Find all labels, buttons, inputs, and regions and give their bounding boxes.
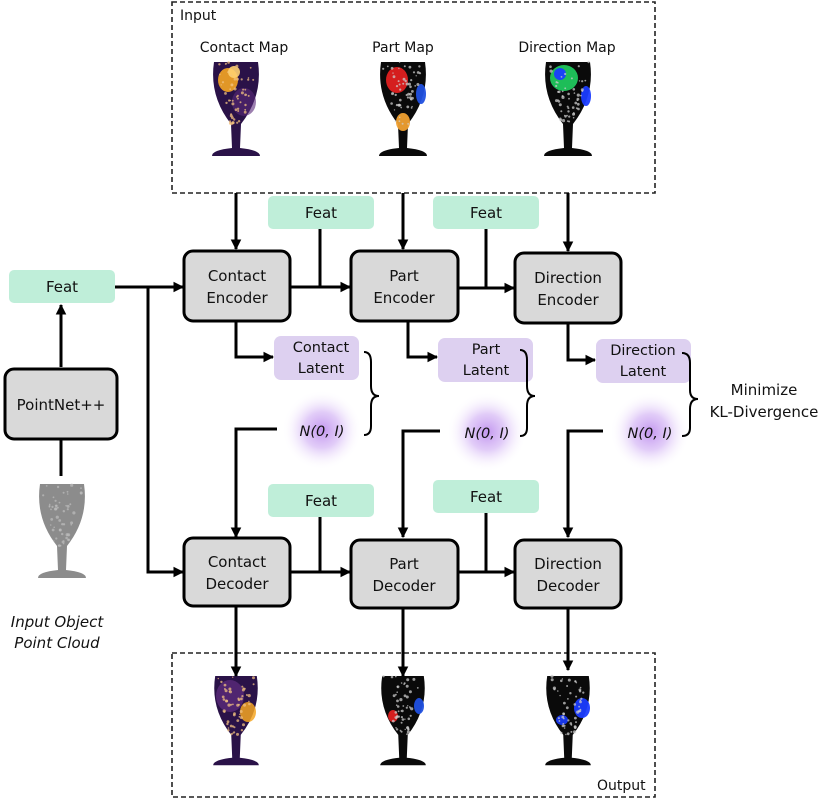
kl-label-line1: Minimize <box>731 381 798 399</box>
input-object-glass <box>38 483 86 578</box>
svg-text:Direction: Direction <box>534 269 602 287</box>
direction-map-title: Direction Map <box>518 40 615 56</box>
contact-latent: Contact Latent <box>274 336 359 380</box>
arrow-prior-to-direction-decoder <box>562 429 603 539</box>
svg-text:Feat: Feat <box>470 488 502 506</box>
contact-decoder: Contact Decoder <box>182 536 292 608</box>
part-map-glass <box>379 61 427 156</box>
arrow-direction-encoder-to-latent <box>566 323 597 366</box>
svg-text:Feat: Feat <box>305 492 337 510</box>
svg-text:Feat: Feat <box>470 204 502 222</box>
arrow-prior-to-contact-decoder <box>230 427 277 539</box>
input-object-caption-line2: Point Cloud <box>14 634 100 652</box>
contact-encoder: Contact Encoder <box>182 249 292 323</box>
glass-speckles <box>42 483 83 547</box>
kl-brace-direction <box>681 352 699 437</box>
svg-text:Direction: Direction <box>534 555 602 573</box>
glass-highlight <box>581 86 591 106</box>
feat-box-direction-decoder: Feat <box>433 480 539 513</box>
feat-box-part-decoder: Feat <box>268 484 374 517</box>
contact-output-glass <box>213 676 259 766</box>
direction-encoder: Direction Encoder <box>513 251 623 325</box>
glass-highlight <box>386 67 408 93</box>
kl-label-line2: KL-Divergence <box>710 403 819 421</box>
connections <box>55 193 603 678</box>
svg-text:Feat: Feat <box>305 204 337 222</box>
feat-box-direction-encoder: Feat <box>433 196 539 229</box>
svg-text:Contact: Contact <box>208 267 266 285</box>
pointnet-block: PointNet++ <box>3 367 119 441</box>
glass-highlight <box>216 680 244 712</box>
svg-text:Encoder: Encoder <box>373 289 435 307</box>
prior-part: N(0, I) <box>447 392 527 472</box>
prior-contact: N(0, I) <box>282 390 362 470</box>
feat-box-pointnet: Feat <box>9 270 115 303</box>
output-region: Output <box>171 652 656 798</box>
direction-decoder: Direction Decoder <box>513 538 623 610</box>
svg-text:Decoder: Decoder <box>536 577 600 595</box>
prior-direction: N(0, I) <box>610 392 690 472</box>
part-decoder: Part Decoder <box>349 538 460 610</box>
svg-text:Contact: Contact <box>208 553 266 571</box>
kl-braces <box>363 349 699 437</box>
part-output-glass <box>380 675 426 766</box>
direction-output-glass <box>545 674 591 766</box>
output-region-label: Output <box>597 778 646 794</box>
part-encoder: Part Encoder <box>349 249 460 323</box>
svg-text:N(0, I): N(0, I) <box>465 426 510 442</box>
feat-box-part-encoder: Feat <box>268 196 374 229</box>
svg-text:Feat: Feat <box>46 278 78 296</box>
direction-latent: Direction Latent <box>596 339 691 383</box>
kl-brace-part <box>519 349 536 437</box>
svg-text:N(0, I): N(0, I) <box>628 426 673 442</box>
svg-text:N(0, I): N(0, I) <box>300 424 345 440</box>
svg-text:Direction: Direction <box>610 343 676 359</box>
contact-map-title: Contact Map <box>200 40 289 56</box>
svg-text:PointNet++: PointNet++ <box>17 396 106 414</box>
svg-text:Latent: Latent <box>298 361 345 377</box>
glass-highlight <box>396 113 410 131</box>
input-region-label: Input <box>180 8 217 24</box>
part-map-title: Part Map <box>372 40 434 56</box>
arrow-part-encoder-to-latent <box>406 320 439 363</box>
glass-highlight <box>240 702 256 722</box>
glass-speckles <box>217 676 255 736</box>
arrow-contact-encoder-to-latent <box>234 320 275 363</box>
glass-speckles <box>549 60 590 123</box>
svg-text:Decoder: Decoder <box>372 577 436 595</box>
svg-text:Latent: Latent <box>620 364 667 380</box>
svg-text:Encoder: Encoder <box>537 291 599 309</box>
svg-text:Part: Part <box>472 342 501 358</box>
arrow-prior-to-part-decoder <box>397 429 440 539</box>
glass-speckles <box>218 61 255 126</box>
glass-highlight <box>228 66 240 78</box>
glass-highlight <box>416 84 426 104</box>
contact-map-glass <box>212 61 260 156</box>
svg-text:Part: Part <box>389 267 419 285</box>
svg-text:Decoder: Decoder <box>205 575 269 593</box>
glass-silhouette <box>38 484 86 578</box>
svg-text:Contact: Contact <box>293 340 350 356</box>
direction-map-glass <box>544 60 592 156</box>
kl-brace-contact <box>363 351 380 436</box>
input-object-caption-line1: Input Object <box>11 613 105 631</box>
svg-text:Part: Part <box>389 555 419 573</box>
glass-highlight <box>414 698 424 714</box>
part-latent: Part Latent <box>438 338 533 382</box>
glass-highlight <box>554 68 566 80</box>
svg-text:Latent: Latent <box>463 363 510 379</box>
svg-text:Encoder: Encoder <box>206 289 268 307</box>
arrow-feat-to-contact-decoder <box>146 287 185 578</box>
glass-speckles <box>382 675 419 736</box>
glass-speckles <box>550 674 585 736</box>
glass-speckles <box>382 61 422 125</box>
input-region: Input <box>171 1 656 194</box>
glass-highlight <box>574 698 590 718</box>
